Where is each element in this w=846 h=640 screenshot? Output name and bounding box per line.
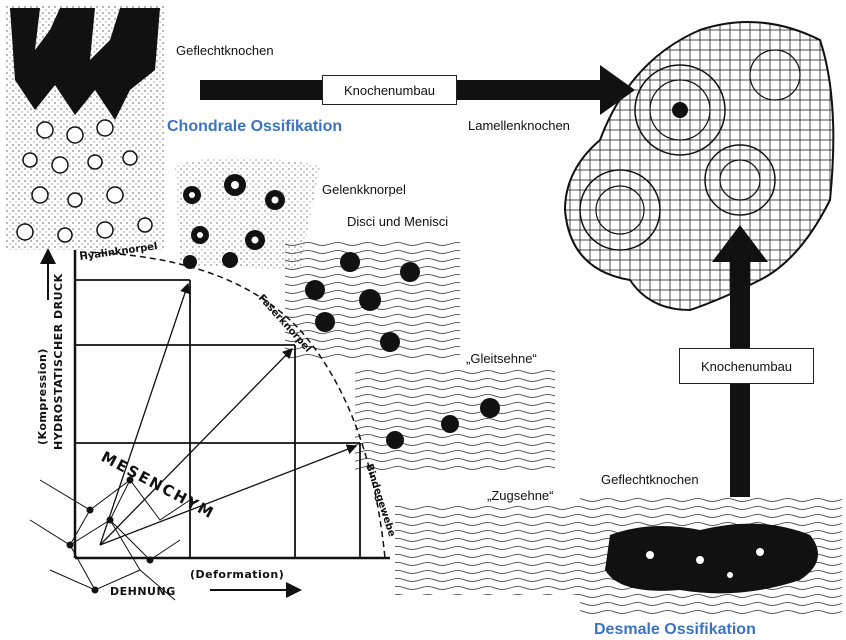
label-geflechtknochen-top: Geflechtknochen bbox=[176, 43, 274, 58]
woven-bone-desmal-drawing bbox=[580, 495, 842, 615]
label-gleitsehne: „Gleitsehne“ bbox=[466, 351, 537, 366]
curve-label-binde: Bindegewebe bbox=[363, 463, 397, 539]
label-disci-menisci: Disci und Menisci bbox=[347, 214, 448, 229]
x-axis-label-2: DEHNUNG bbox=[110, 585, 176, 598]
label-zugsehne: „Zugsehne“ bbox=[487, 488, 553, 503]
y-axis-label-2: HYDROSTATISCHER DRUCK bbox=[52, 273, 65, 450]
mesenchym-label: MESENCHYM bbox=[98, 448, 218, 523]
lamellar-bone-drawing bbox=[565, 22, 833, 310]
knochenumbau-box-right: Knochenumbau bbox=[679, 348, 814, 384]
label-geflechtknochen-bottom: Geflechtknochen bbox=[601, 472, 699, 487]
fibrocartilage-drawing bbox=[285, 240, 460, 360]
x-axis-label-1: (Deformation) bbox=[190, 568, 284, 581]
label-lamellenknochen: Lamellenknochen bbox=[468, 118, 570, 133]
knochenumbau-box-top: Knochenumbau bbox=[322, 75, 457, 105]
growth-plate-drawing bbox=[5, 5, 165, 250]
gliding-tendon-drawing bbox=[355, 370, 555, 470]
label-chondrale-ossifikation: Chondrale Ossifikation bbox=[167, 118, 342, 136]
label-desmale-ossifikation: Desmale Ossifikation bbox=[594, 621, 756, 639]
tension-tendon-drawing bbox=[395, 505, 580, 595]
label-gelenkknorpel: Gelenkknorpel bbox=[322, 182, 406, 197]
y-axis-label-1: (Kompression) bbox=[36, 348, 49, 445]
